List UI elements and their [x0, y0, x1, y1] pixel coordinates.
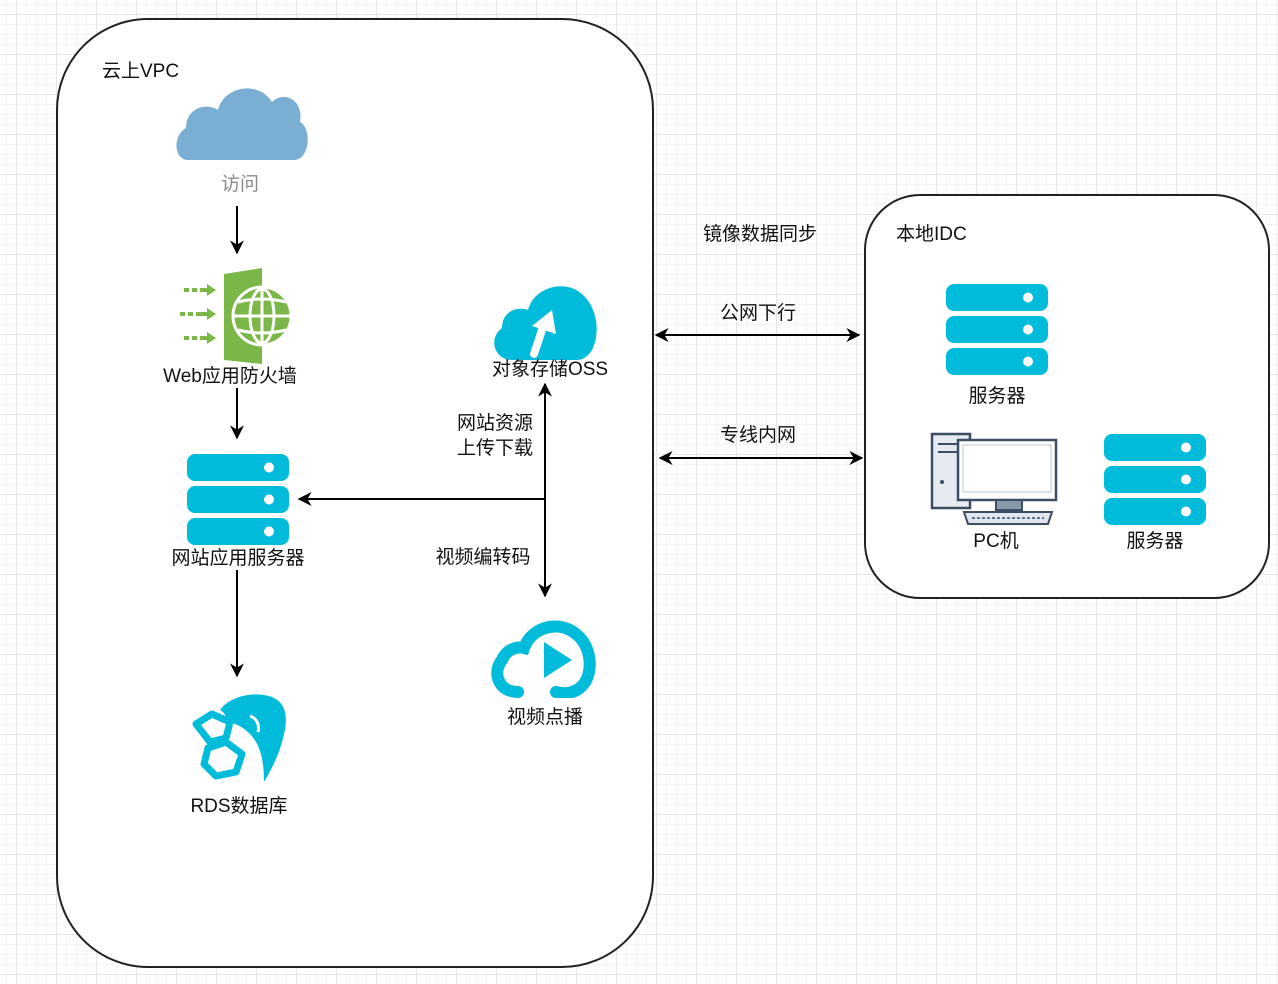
access-label: 访问: [220, 174, 260, 195]
cloud-icon: [176, 88, 308, 160]
upload-label-line1: 网站资源: [456, 413, 534, 434]
vpc-region: [56, 18, 654, 968]
server-icon: [187, 454, 289, 545]
firewall-icon: [180, 268, 293, 364]
server-icon: [946, 284, 1048, 375]
rds-label: RDS数据库: [190, 796, 288, 817]
server-icon: [1104, 434, 1206, 525]
dolphin-database-icon: [192, 694, 286, 782]
transcode-label: 视频编转码: [435, 547, 531, 568]
waf-label: Web应用防火墙: [163, 366, 297, 387]
web-server-label: 网站应用服务器: [171, 548, 305, 569]
upload-label-line2: 上传下载: [456, 438, 534, 459]
vpc-title: 云上VPC: [102, 61, 180, 82]
video-play-icon: [491, 620, 596, 698]
idc-server2-label: 服务器: [1126, 531, 1184, 552]
cloud-upload-icon: [494, 286, 597, 360]
mirror-sync-label: 镜像数据同步: [702, 224, 818, 245]
private-line-label: 专线内网: [719, 425, 797, 446]
idc-server1-label: 服务器: [968, 386, 1026, 407]
vod-label: 视频点播: [506, 707, 584, 728]
idc-region: [864, 194, 1270, 599]
oss-label: 对象存储OSS: [491, 359, 609, 380]
idc-title: 本地IDC: [896, 224, 967, 245]
desktop-pc-icon: [930, 432, 1058, 525]
public-down-label: 公网下行: [719, 303, 797, 324]
pc-label: PC机: [973, 531, 1019, 552]
